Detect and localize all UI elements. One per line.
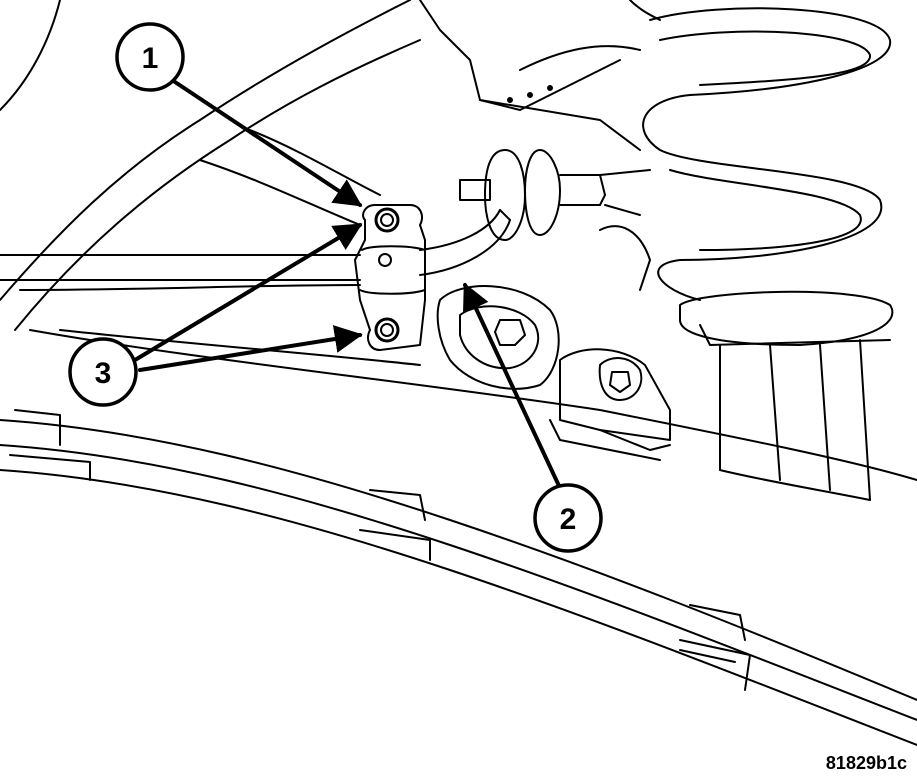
- stabilizer-link: [459, 149, 651, 291]
- callout-1: 1: [115, 22, 185, 92]
- lower-mount: [436, 285, 671, 451]
- lower-crossmember: [0, 329, 917, 746]
- callout-1-label: 1: [142, 42, 159, 75]
- leader-arrow-3b: [138, 325, 363, 372]
- callout-2-circle: [533, 483, 603, 553]
- callout-2: 2: [533, 483, 603, 553]
- leader-arrow-1: [170, 78, 363, 207]
- callout-3: 3: [68, 337, 138, 407]
- figure-id: 81829b1c: [825, 753, 907, 773]
- stabilizer-bar: [0, 129, 381, 291]
- coil-spring: [629, 0, 892, 301]
- strut-assembly: [679, 290, 894, 501]
- leader-arrow-2: [463, 282, 562, 490]
- callout-3-circle: [68, 337, 138, 407]
- body-panel: [0, 0, 641, 331]
- callout-1-circle: [115, 22, 185, 92]
- leader-arrow-3a: [133, 223, 363, 362]
- leader-arrows: [133, 78, 562, 490]
- stabilizer-end-arm: [419, 209, 511, 276]
- callout-3-label: 3: [95, 357, 112, 390]
- callout-2-label: 2: [560, 503, 577, 536]
- bushing-retainer: [354, 204, 426, 351]
